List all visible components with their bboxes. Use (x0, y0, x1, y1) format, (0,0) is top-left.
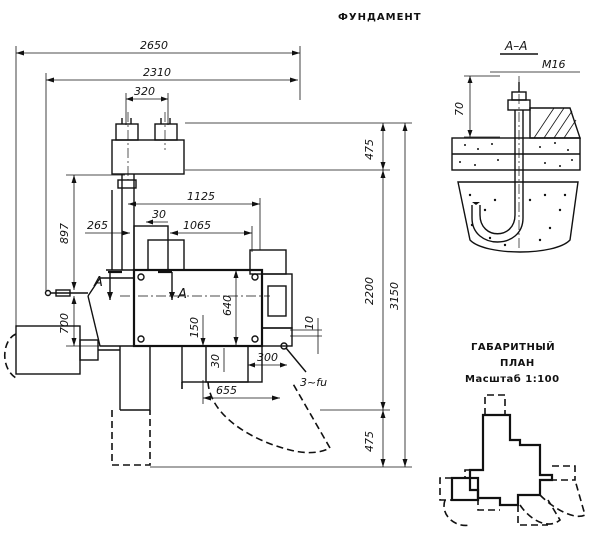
dimension-655-text: 655 (216, 384, 237, 397)
dimension-640: 640 (221, 270, 239, 345)
plan-title-line2: ПЛАН (500, 358, 535, 369)
dimension-3150: 3150 (388, 123, 408, 467)
section-marker-right: А (158, 270, 187, 302)
machine-column (111, 174, 185, 271)
section-letter-left: А (93, 275, 103, 290)
dimension-30-top: 30 (146, 208, 168, 225)
foundation-title: ФУНДАМЕНТ (338, 12, 422, 23)
dimension-10: 10 (290, 316, 322, 354)
dimension-2310: 2310 (45, 66, 298, 292)
plan-title-line1: ГАБАРИТНЫЙ (471, 340, 555, 353)
dimension-150-text: 150 (188, 317, 201, 338)
dimension-1065: 1065 (170, 219, 253, 252)
dimension-320: 320 (125, 85, 169, 125)
dimension-897: 897 (58, 174, 125, 290)
dimension-265: 265 (85, 219, 130, 236)
dimension-320-text: 320 (134, 85, 155, 98)
machine-top-unit (111, 112, 185, 180)
dimension-1065-text: 1065 (183, 219, 211, 232)
dimension-1125-text: 1125 (187, 190, 215, 203)
power-marker: 3~fu (285, 347, 327, 389)
dimension-475-bottom-text: 475 (363, 431, 376, 452)
dimension-10-text: 10 (303, 316, 316, 330)
dimension-475-top-text: 475 (363, 139, 376, 160)
dimension-30-top-text: 30 (152, 208, 166, 221)
machine-right-unit (249, 249, 293, 350)
dimension-640-text: 640 (221, 295, 234, 316)
dimension-700-text: 700 (58, 313, 71, 334)
dimension-3150-text: 3150 (388, 282, 401, 310)
handle (44, 289, 88, 297)
plan-scale: Масштаб 1:100 (465, 373, 560, 385)
concrete-dots (459, 142, 573, 247)
dimension-300: 300 (248, 351, 287, 368)
motor (3, 325, 120, 379)
section-depth-label: 70 (453, 102, 466, 116)
section-a-a-title: А–А (504, 39, 527, 53)
dimension-30-bottom-text: 30 (209, 354, 222, 368)
dimension-655: 655 (202, 380, 280, 404)
dimension-2200-text: 2200 (363, 277, 376, 305)
dimension-1125: 1125 (128, 190, 261, 250)
dimension-2650: 2650 (15, 39, 301, 360)
dimension-30-bottom: 30 (209, 348, 225, 372)
dimension-300-text: 300 (257, 351, 278, 364)
working-envelope (111, 381, 332, 466)
dimension-700: 700 (58, 296, 120, 347)
dimension-2650-text: 2650 (140, 39, 168, 52)
overall-plan (439, 394, 586, 527)
dimension-right-chain: 475 2200 475 (150, 122, 412, 468)
section-marker-left: А (93, 270, 122, 300)
section-bolt-label: М16 (542, 58, 566, 71)
machine-table (87, 268, 270, 348)
dimension-2310-text: 2310 (143, 66, 171, 79)
section-letter-right: А (177, 287, 187, 302)
power-marker-text: 3~fu (300, 376, 327, 389)
dimension-265-text: 265 (87, 219, 108, 232)
section-a-a: А–А М16 70 (451, 39, 581, 253)
dimension-150: 150 (188, 315, 206, 346)
machine-lower-unit (119, 345, 263, 411)
dimension-897-text: 897 (58, 223, 71, 244)
